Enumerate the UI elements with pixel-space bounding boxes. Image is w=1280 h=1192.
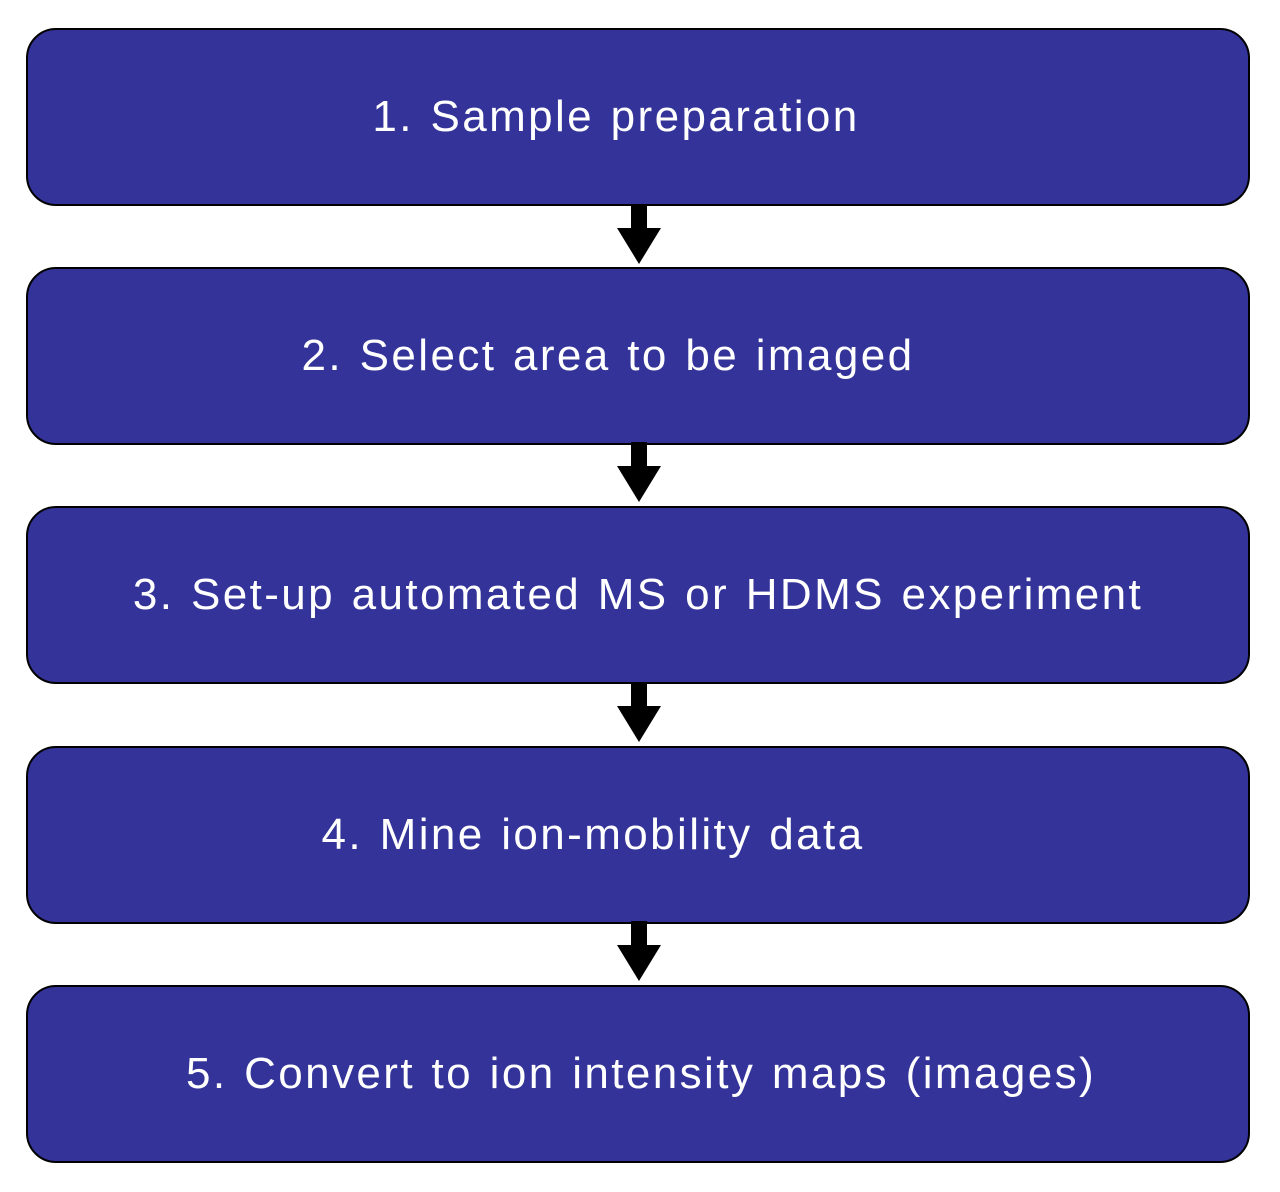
arrow-down-icon — [617, 442, 661, 502]
step-3-box: 3. Set-up automated MS or HDMS experimen… — [26, 506, 1250, 684]
arrow-down-icon — [617, 204, 661, 264]
step-2-label: 2. Select area to be imaged — [301, 331, 915, 380]
step-4-label: 4. Mine ion-mobility data — [321, 810, 865, 859]
arrow-down-icon — [617, 682, 661, 742]
step-2-box: 2. Select area to be imaged — [26, 267, 1250, 445]
step-5-label: 5. Convert to ion intensity maps (images… — [185, 1049, 1097, 1098]
step-3-label: 3. Set-up automated MS or HDMS experimen… — [132, 570, 1144, 619]
arrow-down-icon — [617, 921, 661, 981]
step-1-box: 1. Sample preparation — [26, 28, 1250, 206]
step-5-box: 5. Convert to ion intensity maps (images… — [26, 985, 1250, 1163]
step-1-label: 1. Sample preparation — [372, 92, 860, 141]
step-4-box: 4. Mine ion-mobility data — [26, 746, 1250, 924]
